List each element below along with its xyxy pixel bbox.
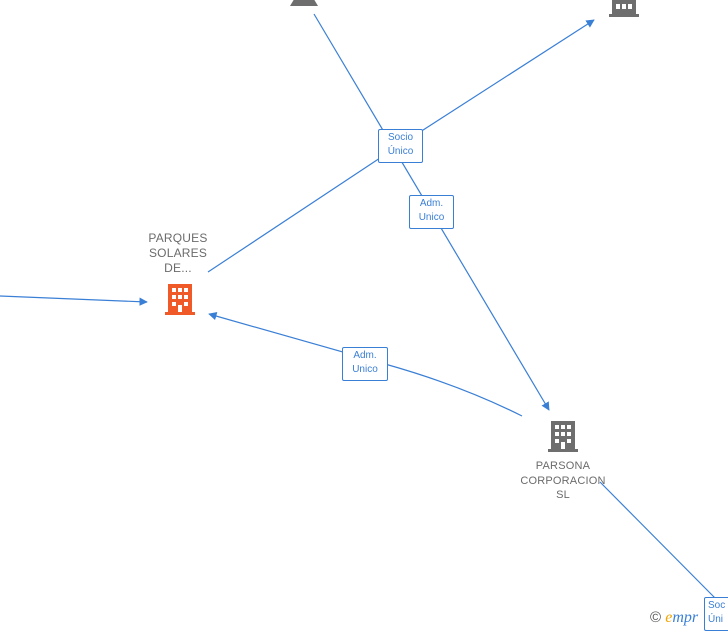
copyright-symbol: © [650,609,662,626]
edge-label-line: Socio [387,132,413,143]
building-icon-top-left[interactable] [290,0,318,6]
edge-label-adm-unico-bottom[interactable]: Adm. Unico [342,347,388,381]
node-label-parsona[interactable]: PARSONA CORPORACION SL [508,459,618,503]
node-label-line: PARQUES [148,231,208,245]
building-icon-parsona[interactable] [548,421,578,452]
watermark: © empr [650,609,698,627]
edge-label-line: Unico [352,364,378,375]
edge-label-line: Adm. [353,350,377,361]
node-label-line: SOLARES [148,246,208,260]
edge-label-line: Soc [708,600,726,611]
edge-parsona-to-corner [599,481,716,599]
building-icon-top-right[interactable] [609,0,639,17]
node-label-line: PARSONA [535,460,591,472]
edge-label-line: Unico [418,212,445,223]
edge-label-socio-unico-corner[interactable]: Soc Úni [704,597,728,631]
edge-parques-to-socio [207,157,381,273]
node-label-line: SL [556,489,570,501]
edge-parsona-to-parques [208,312,523,417]
edge-label-socio-unico[interactable]: Socio Único [378,129,423,163]
node-label-line: DE... [164,261,192,275]
node-label-parques[interactable]: PARQUES SOLARES DE... [128,231,228,276]
edge-label-line: Adm. [419,198,444,209]
brand-logo: empr [665,609,699,626]
node-label-line: CORPORACION [520,474,606,487]
edge-label-line: Úni [708,614,724,625]
edge-label-line: Único [387,146,414,157]
building-icon-parques[interactable] [165,284,195,315]
edge-left-to-parques [0,295,148,306]
edge-socio-to-top-right [419,19,595,133]
edge-label-adm-unico-top[interactable]: Adm. Unico [409,195,454,229]
